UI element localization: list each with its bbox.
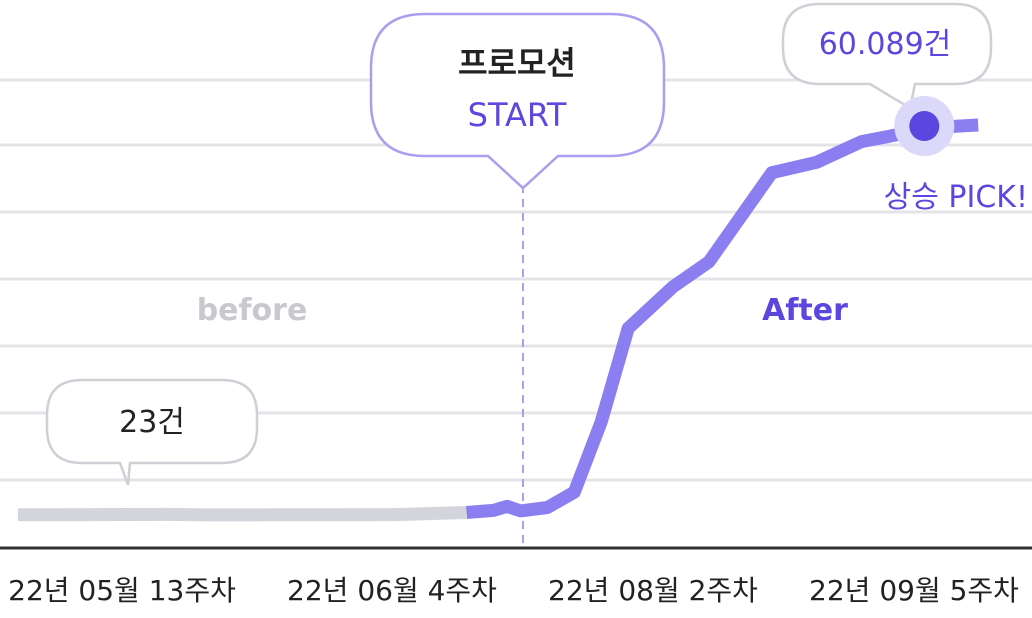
series-before-line xyxy=(17,506,467,522)
x-tick-label: 22년 09월 5주차 xyxy=(809,574,1019,607)
start-value-label: 23건 xyxy=(119,405,185,440)
promotion-start-label: START xyxy=(468,96,567,134)
series-after-line xyxy=(466,118,979,519)
x-tick-label: 22년 08월 2주차 xyxy=(548,574,758,607)
promotion-bubble: 프로모션 START xyxy=(369,12,666,190)
rise-pick-label: 상승 PICK! xyxy=(884,180,1028,215)
before-label: before xyxy=(197,293,308,328)
after-label: After xyxy=(762,293,848,328)
x-tick-label: 22년 06월 4주차 xyxy=(287,574,497,607)
peak-value-label: 60.089건 xyxy=(819,27,952,62)
peak-value-bubble: 60.089건 xyxy=(781,2,993,110)
x-tick-label: 22년 05월 13주차 xyxy=(8,574,236,607)
x-axis-ticks: 22년 05월 13주차 22년 06월 4주차 22년 08월 2주차 22년 09… xyxy=(8,574,1019,607)
highlight-point xyxy=(909,111,940,141)
start-value-bubble: 23건 xyxy=(45,378,259,486)
promotion-title: 프로모션 xyxy=(458,44,576,82)
